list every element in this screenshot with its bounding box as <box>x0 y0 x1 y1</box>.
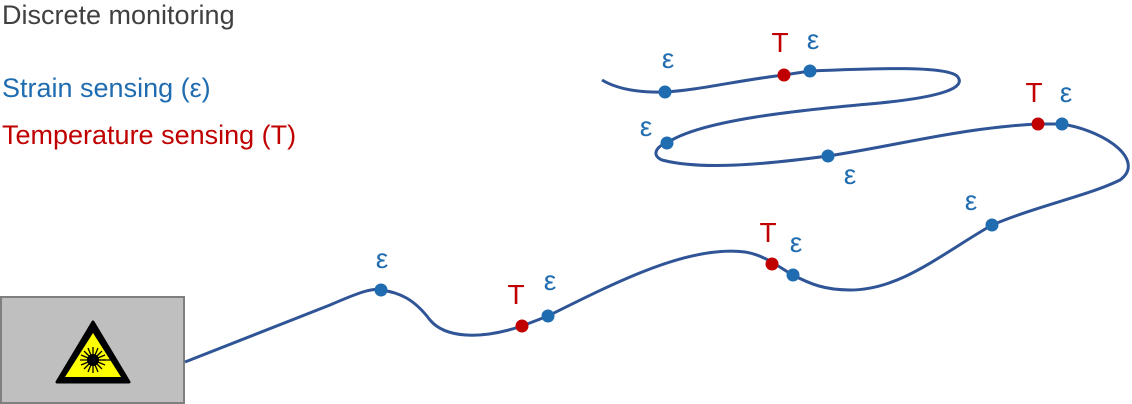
laser-source-box <box>0 296 185 404</box>
strain-sensor-label: ε <box>1060 77 1072 108</box>
strain-sensor-dot <box>821 149 835 163</box>
temperature-sensor-dot <box>1031 117 1045 131</box>
strain-sensor-dot <box>658 85 672 99</box>
laser-warning-icon <box>55 320 131 384</box>
strain-sensor-label: ε <box>790 227 802 258</box>
temperature-sensor-dot <box>777 68 791 82</box>
strain-sensor-dot <box>786 268 800 282</box>
strain-sensor-dot <box>541 309 555 323</box>
temperature-sensor-label: T <box>771 27 788 58</box>
strain-sensor-label: ε <box>640 111 652 142</box>
strain-sensor-label: ε <box>844 159 856 190</box>
strain-sensor-dot <box>660 136 674 150</box>
strain-sensor-label: ε <box>376 243 388 274</box>
strain-sensor-dot <box>374 283 388 297</box>
legend-strain: Strain sensing (ε) <box>2 73 211 103</box>
temperature-sensor-label: T <box>1025 77 1042 108</box>
optical-fiber <box>184 67 1130 364</box>
strain-sensor-label: ε <box>544 265 556 296</box>
temperature-sensor-label: T <box>507 279 524 310</box>
diagram-title: Discrete monitoring <box>2 0 235 30</box>
strain-sensor-dot <box>1055 117 1069 131</box>
temperature-sensor-label: T <box>759 217 776 248</box>
strain-sensor-label: ε <box>807 24 819 55</box>
temperature-sensor-dot <box>515 319 529 333</box>
strain-sensor-label: ε <box>965 185 977 216</box>
strain-sensor-label: ε <box>662 43 674 74</box>
strain-sensor-dot <box>803 64 817 78</box>
strain-sensor-dot <box>985 218 999 232</box>
legend-temperature: Temperature sensing (T) <box>2 120 297 150</box>
temperature-sensor-dot <box>765 257 779 271</box>
